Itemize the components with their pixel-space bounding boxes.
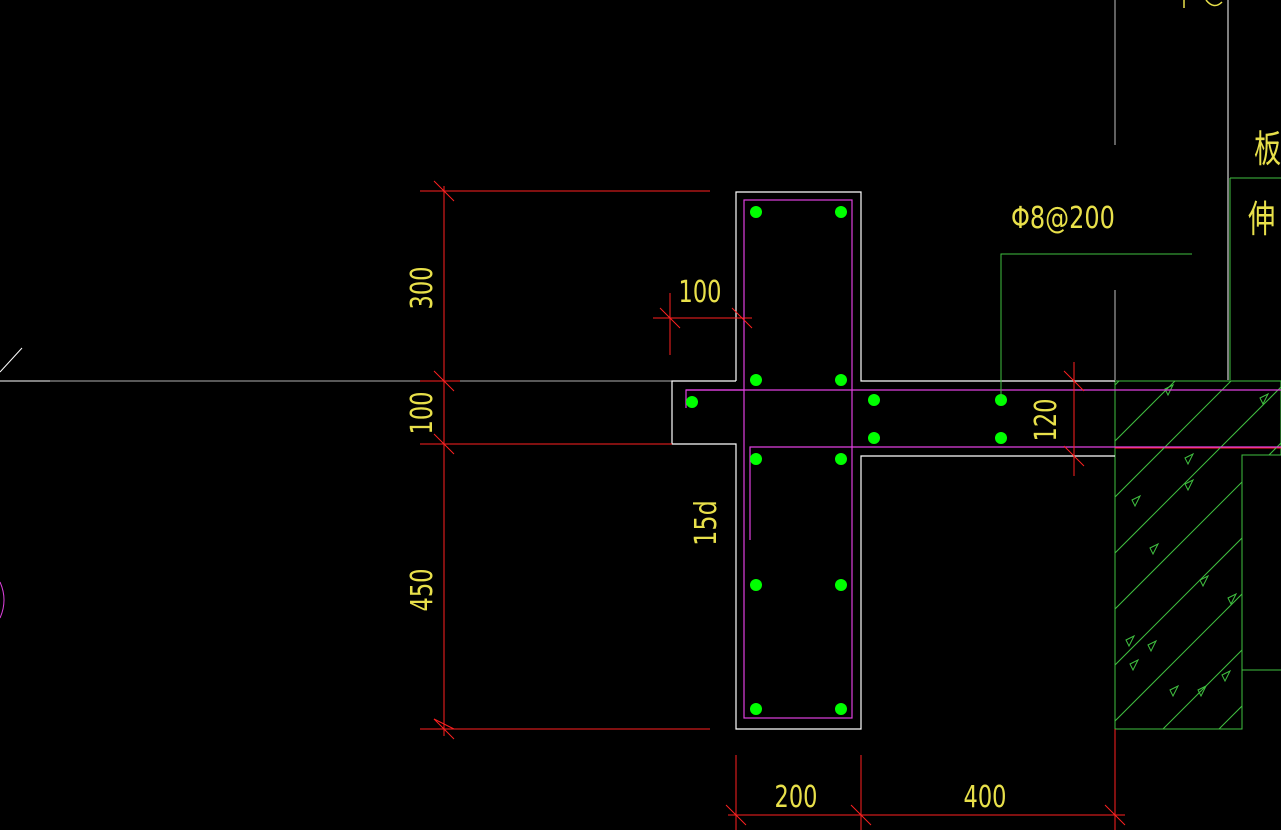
dim-120: 120 xyxy=(1029,399,1064,442)
hatch-line xyxy=(1218,381,1281,729)
partial-label-top: 板 xyxy=(1254,128,1281,171)
hatch-triangle xyxy=(1184,478,1195,492)
vertical-dimension xyxy=(420,180,710,740)
beam-outline-lower xyxy=(671,380,1115,730)
rebar-dot xyxy=(835,703,847,715)
hatch-triangle xyxy=(1197,684,1208,698)
cover-dimension xyxy=(653,293,753,355)
beam-outline xyxy=(735,191,1115,382)
hatch-triangle xyxy=(1259,392,1270,406)
hatch-line xyxy=(1115,381,1281,729)
hatch-line xyxy=(1115,381,1172,729)
hatch-line xyxy=(1115,381,1281,729)
hatch-triangle xyxy=(1221,669,1232,683)
hatch-line xyxy=(1274,381,1281,729)
dim-100-horizontal: 100 xyxy=(679,275,722,310)
rebar-dot xyxy=(835,579,847,591)
hatch-triangle xyxy=(1227,592,1238,606)
hatch-triangle xyxy=(1129,658,1140,672)
dim-100-vertical: 100 xyxy=(405,392,440,435)
rebar-dots xyxy=(686,206,1007,715)
anchorage-label: 15d xyxy=(689,500,723,546)
slab-top-bar xyxy=(685,389,1281,408)
partial-label-right: 伸 xyxy=(1248,198,1275,241)
rebar-dot xyxy=(835,374,847,386)
rebar-dot xyxy=(750,579,762,591)
edge-arc xyxy=(0,581,5,619)
callout-leader xyxy=(1000,253,1192,400)
slab-bottom-bar xyxy=(749,446,1281,540)
dim-400: 400 xyxy=(964,780,1007,815)
hatch-line xyxy=(1162,381,1281,729)
hatch-triangle xyxy=(1149,542,1160,556)
rebar-dot xyxy=(750,374,762,386)
rebar-dot xyxy=(835,453,847,465)
rebar-dot xyxy=(995,432,1007,444)
rebar-dot xyxy=(835,206,847,218)
hatch-triangle xyxy=(1131,494,1142,508)
hatch-triangle xyxy=(1199,574,1210,588)
hatch-triangle xyxy=(1169,684,1180,698)
rebar-dot xyxy=(750,703,762,715)
elevation-marker xyxy=(0,347,23,373)
top-text-fragment xyxy=(1183,0,1223,8)
dim-200: 200 xyxy=(775,780,818,815)
dim-300: 300 xyxy=(405,267,440,310)
beam-stirrup xyxy=(743,199,853,719)
rebar-dot xyxy=(686,396,698,408)
hatched-wall xyxy=(1114,380,1281,730)
dim-450: 450 xyxy=(405,569,440,612)
rebar-dot xyxy=(868,394,880,406)
hatch-line xyxy=(1115,381,1281,729)
slab-dimension xyxy=(1063,362,1085,476)
hatch-triangle xyxy=(1184,452,1195,466)
horizontal-dimension xyxy=(725,729,1126,830)
rebar-dot xyxy=(750,453,762,465)
hatch-triangle xyxy=(1125,634,1136,648)
hatch-triangle xyxy=(1147,639,1158,653)
rebar-callout: Φ8@200 xyxy=(1011,201,1115,235)
hatch-line xyxy=(1115,381,1281,729)
hatch-line xyxy=(1115,381,1228,729)
rebar-dot xyxy=(750,206,762,218)
hatch-line xyxy=(1115,381,1116,729)
rebar-dot xyxy=(868,432,880,444)
